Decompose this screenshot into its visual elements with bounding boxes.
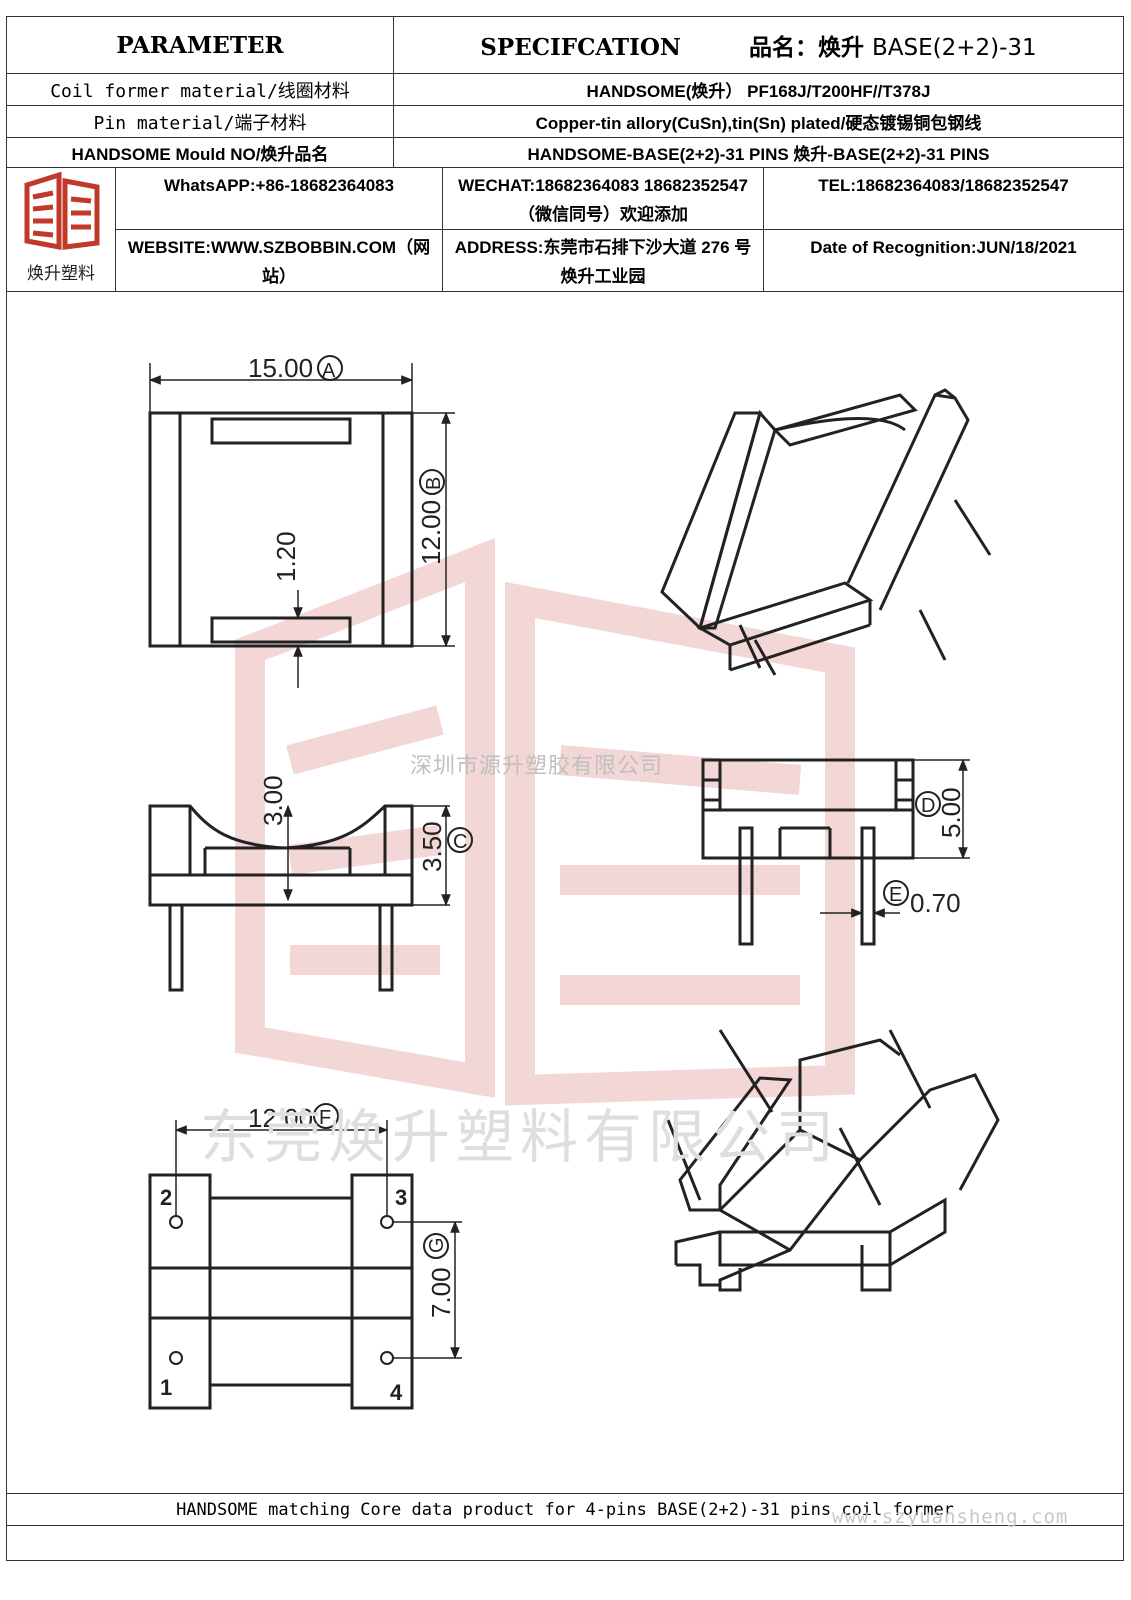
isometric-view-top [660,388,992,676]
isometric-view-bottom [666,1029,1000,1292]
spec-header-table: PARAMETER SPECIFCATION 品名：焕升 BASE(2+2)-3… [6,16,1124,168]
dim-a-value: 15.00 [248,353,313,383]
side-view [701,758,970,946]
specification-label: SPECIFCATION [480,34,681,61]
dim-a-tag: A [322,360,336,382]
dim-f-tag: F [319,1107,331,1129]
dimension-labels: 15.00 A 12.00 B 1.20 3.00 3.50 C 5.00 D … [160,353,966,1405]
bottom-view [148,1120,462,1410]
watermark-url: www.szyuansheng.com [832,1506,1069,1528]
dim-g-value: 7.00 [426,1267,456,1318]
dim-e-value: 0.70 [910,888,961,918]
dim-b-tag: B [423,477,445,490]
dim-depth-value: 3.00 [258,775,288,826]
dim-g-tag: G [426,1237,448,1253]
pin-3-label: 3 [395,1185,407,1210]
dim-c-value: 3.50 [417,821,447,872]
telephone: TEL:18682364083/18682352547 [763,167,1124,230]
watermark-company-large: 东莞焕升塑料有限公司 [200,1103,841,1171]
dim-b-value: 12.00 [416,500,446,565]
top-view [148,363,455,688]
watermark-company-small: 深圳市源升塑胶有限公司 [410,754,664,779]
address: ADDRESS:东莞市石排下沙大道 276 号焕升工业园 [442,229,764,292]
wechat: WECHAT:18682364083 18682352547（微信同号）欢迎添加 [442,167,764,230]
logo-text: 焕升塑料 [27,263,95,284]
contact-table: 焕升塑料 WhatsAPP:+86-18682364083 WECHAT:186… [6,167,1124,292]
website: WEBSITE:WWW.SZBOBBIN.COM（网站） [115,229,443,292]
dim-f-value: 12.00 [248,1103,313,1133]
dim-d-tag: D [921,795,935,817]
company-logo-icon [24,171,100,250]
pin-4-label: 4 [390,1380,403,1405]
pin-2-label: 2 [160,1185,172,1210]
dim-e-tag: E [889,884,902,906]
pin-material-label: Pin material/端子材料 [6,105,394,138]
specification-heading: SPECIFCATION 品名：焕升 BASE(2+2)-31 [393,16,1124,74]
company-logo-cell: 焕升塑料 [6,167,116,292]
pin-1-label: 1 [160,1375,172,1400]
footer-note: HANDSOME matching Core data product for … [6,1493,1124,1526]
dim-d-value: 5.00 [936,787,966,838]
product-name-label: 品名：焕升 [748,35,864,61]
recognition-date: Date of Recognition:JUN/18/2021 [763,229,1124,292]
mould-no-value: HANDSOME-BASE(2+2)-31 PINS 焕升-BASE(2+2)-… [393,137,1124,168]
front-view [148,804,451,992]
dim-slot-value: 1.20 [271,531,301,582]
product-name: 品名：焕升 BASE(2+2)-31 [749,35,1037,61]
dim-c-tag: C [453,831,467,853]
product-name-value: BASE(2+2)-31 [871,35,1037,61]
